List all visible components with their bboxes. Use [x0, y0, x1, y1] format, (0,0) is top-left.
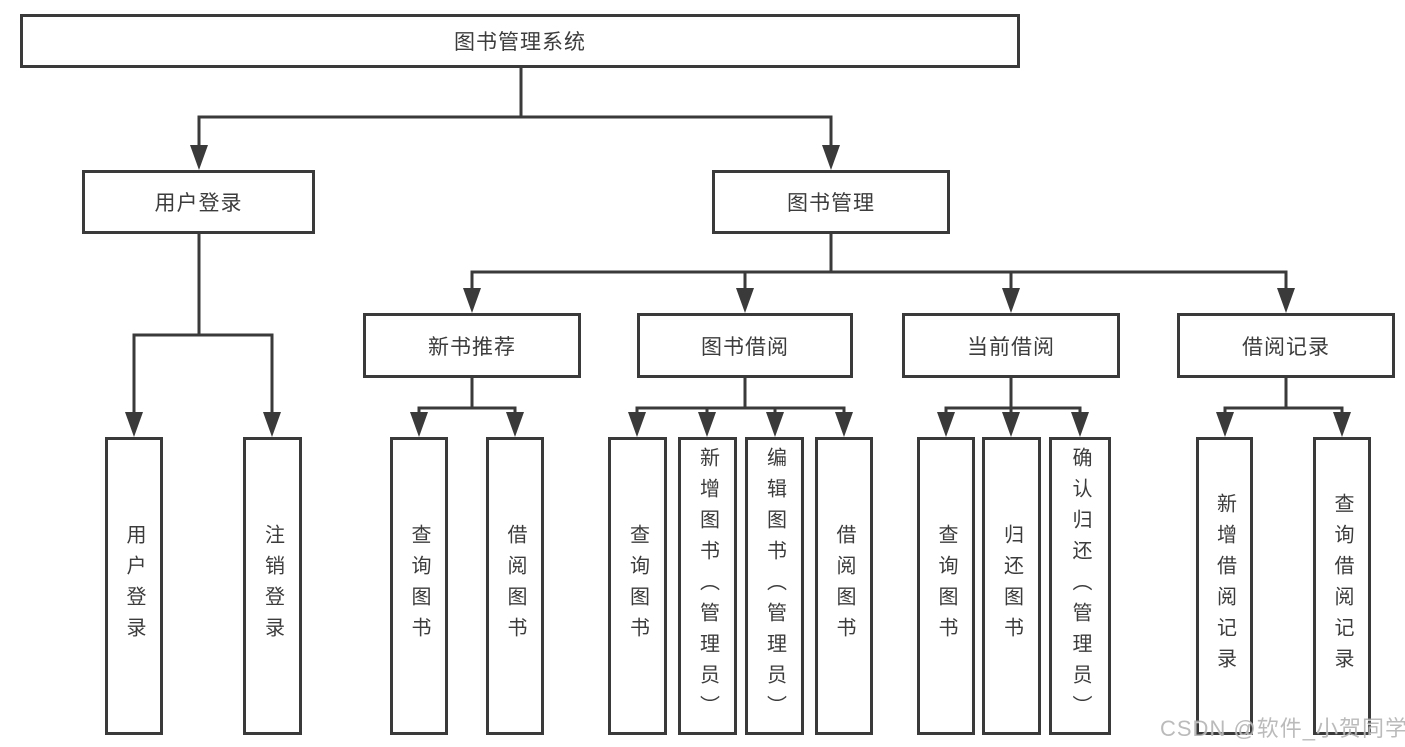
arrowhead-icon — [835, 412, 853, 437]
leaf-user-login: 用户登录 — [105, 437, 163, 735]
leaf-borrowing-query-books: 查询图书 — [608, 437, 667, 735]
node-borrow-records: 借阅记录 — [1177, 313, 1395, 378]
arrowhead-icon — [1333, 412, 1351, 437]
arrowhead-icon — [1277, 288, 1295, 313]
leaf-current-query-books-label: 查询图书 — [935, 524, 957, 648]
node-book-borrowing: 图书借阅 — [637, 313, 853, 378]
node-book-management-label: 图书管理 — [787, 192, 875, 215]
leaf-recommend-query-books-label: 查询图书 — [408, 524, 430, 648]
leaf-borrowing-add-books-admin: 新增图书（管理员） — [678, 437, 737, 735]
arrowhead-icon — [628, 412, 646, 437]
connector-book-management-to-level3 — [470, 233, 1288, 292]
node-new-book-recommend-label: 新书推荐 — [428, 335, 516, 359]
node-book-borrowing-label: 图书借阅 — [701, 335, 789, 359]
arrowhead-icon — [736, 288, 754, 313]
leaf-current-confirm-return-admin-label: 确认归还（管理员） — [1069, 446, 1091, 726]
leaf-current-return-books: 归还图书 — [982, 437, 1041, 735]
leaf-current-query-books: 查询图书 — [917, 437, 975, 735]
leaf-borrowing-query-books-label: 查询图书 — [626, 524, 649, 648]
node-new-book-recommend: 新书推荐 — [363, 313, 581, 378]
watermark: CSDN @软件_小贺同学 — [1160, 716, 1405, 741]
arrowhead-icon — [1002, 412, 1020, 437]
arrowhead-icon — [1002, 288, 1020, 313]
node-root-label: 图书管理系统 — [454, 31, 586, 54]
leaf-borrowing-borrow-books-label: 借阅图书 — [833, 524, 855, 648]
leaf-borrowing-borrow-books: 借阅图书 — [815, 437, 873, 735]
arrowhead-icon — [463, 288, 481, 313]
leaf-borrowing-add-books-admin-label: 新增图书（管理员） — [696, 446, 719, 726]
leaf-records-add-record-label: 新增借阅记录 — [1213, 493, 1236, 679]
connector-new-book-recommend-to-leaves — [417, 378, 517, 416]
leaf-user-login-label: 用户登录 — [123, 524, 145, 648]
leaf-logout: 注销登录 — [243, 437, 302, 735]
node-book-management: 图书管理 — [712, 170, 950, 234]
arrowhead-icon — [937, 412, 955, 437]
connector-user-login-to-leaves — [132, 234, 274, 416]
leaf-logout-label: 注销登录 — [261, 524, 284, 648]
arrowhead-icon — [263, 412, 281, 437]
leaf-records-add-record: 新增借阅记录 — [1196, 437, 1253, 735]
arrowhead-icon — [698, 412, 716, 437]
node-user-login: 用户登录 — [82, 170, 315, 234]
leaf-borrowing-edit-books-admin-label: 编辑图书（管理员） — [763, 446, 786, 726]
node-current-borrowing-label: 当前借阅 — [967, 335, 1055, 359]
arrowhead-icon — [506, 412, 524, 437]
arrowhead-icon — [190, 145, 208, 170]
node-root: 图书管理系统 — [20, 14, 1020, 68]
arrowhead-icon — [410, 412, 428, 437]
leaf-records-query-record: 查询借阅记录 — [1313, 437, 1371, 735]
arrowhead-icon — [125, 412, 143, 437]
arrowhead-icon — [1071, 412, 1089, 437]
leaf-recommend-borrow-books: 借阅图书 — [486, 437, 544, 735]
leaf-borrowing-edit-books-admin: 编辑图书（管理员） — [745, 437, 804, 735]
leaf-current-confirm-return-admin: 确认归还（管理员） — [1049, 437, 1111, 735]
node-user-login-label: 用户登录 — [154, 192, 243, 215]
connector-current-borrowing-to-leaves — [944, 378, 1082, 416]
leaf-recommend-query-books: 查询图书 — [390, 437, 448, 735]
arrowhead-icon — [766, 412, 784, 437]
node-current-borrowing: 当前借阅 — [902, 313, 1120, 378]
arrowhead-icon — [1216, 412, 1234, 437]
connector-book-borrowing-to-leaves — [635, 378, 846, 416]
leaf-recommend-borrow-books-label: 借阅图书 — [504, 524, 526, 648]
leaf-current-return-books-label: 归还图书 — [1000, 524, 1023, 648]
node-borrow-records-label: 借阅记录 — [1242, 335, 1330, 359]
arrowhead-icon — [822, 145, 840, 170]
connector-borrow-records-to-leaves — [1223, 378, 1344, 416]
leaf-records-query-record-label: 查询借阅记录 — [1331, 493, 1353, 679]
connector-root-to-level2 — [197, 68, 833, 152]
